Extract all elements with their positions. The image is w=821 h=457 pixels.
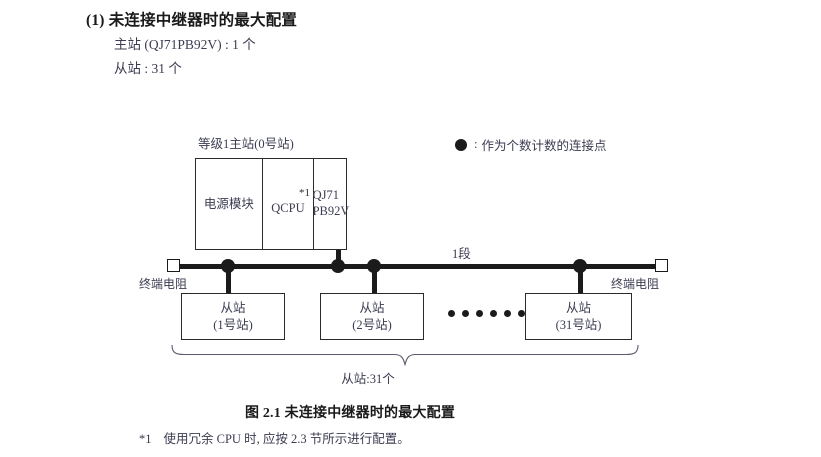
ellipsis-dot	[448, 310, 455, 317]
slave-station-number: (31号站)	[555, 317, 602, 332]
footnote-text: 使用冗余 CPU 时, 应按 2.3 节所示进行配置。	[163, 432, 410, 446]
ellipsis-dot	[476, 310, 483, 317]
footnote: *1 使用冗余 CPU 时, 应按 2.3 节所示进行配置。	[139, 428, 410, 447]
legend-label: 作为个数计数的连接点	[481, 139, 607, 153]
slave-station-count-line: 从站 : 31 个	[114, 61, 182, 76]
section-heading-number: (1)	[86, 12, 105, 29]
network-module-label: QJ71 PB92V	[313, 188, 350, 219]
rack-cell-network-module: QJ71 PB92V	[313, 159, 350, 249]
rack-cell-cpu-module: QCPU *1	[263, 159, 314, 249]
slave-drop-cable	[577, 266, 583, 294]
slave-stations-ellipsis	[448, 310, 525, 317]
slave-drop-cable	[371, 266, 377, 294]
connection-point-dot	[331, 259, 345, 273]
power-module-label: 电源模块	[203, 196, 254, 211]
terminal-resistor-right-label: 终端电阻	[611, 277, 660, 291]
slave-station-number: (1号站)	[213, 317, 253, 332]
terminal-resistor-right-icon	[655, 259, 668, 272]
slave-station-box: 从站 (31号站)	[525, 293, 632, 340]
network-module-label-line1: QJ71	[312, 188, 339, 203]
footnote-marker: *1	[139, 432, 152, 446]
slave-group-brace	[170, 344, 640, 366]
slave-station-number: (2号站)	[352, 317, 392, 332]
terminal-resistor-left-icon	[167, 259, 180, 272]
slave-station-box: 从站 (2号站)	[320, 293, 424, 340]
segment-label: 1段	[452, 247, 471, 261]
ellipsis-dot	[490, 310, 497, 317]
legend: : 作为个数计数的连接点	[455, 135, 607, 154]
rack-cell-power-module: 电源模块	[196, 159, 263, 249]
ellipsis-dot	[518, 310, 525, 317]
master-station-count-line: 主站 (QJ71PB92V) : 1 个	[114, 37, 256, 52]
figure-caption: 图 2.1 未连接中继器时的最大配置	[244, 406, 456, 421]
slave-drop-cable	[225, 266, 231, 294]
section-heading-text: 未连接中继器时的最大配置	[108, 12, 298, 29]
slave-station-title: 从站	[565, 301, 591, 316]
master-drop-cable	[336, 250, 341, 266]
ellipsis-dot	[504, 310, 511, 317]
master-station-rack: 电源模块 QCPU *1 QJ71 PB92V	[195, 158, 350, 250]
ellipsis-dot	[462, 310, 469, 317]
slave-group-caption: 从站:31个	[341, 372, 395, 386]
master-station-label: 等级1主站(0号站)	[198, 137, 294, 151]
slave-station-title: 从站	[220, 301, 246, 316]
slave-station-title: 从站	[359, 301, 385, 316]
terminal-resistor-left-label: 终端电阻	[139, 277, 188, 291]
legend-colon: :	[474, 137, 478, 151]
filled-circle-icon	[455, 138, 467, 151]
slave-station-box: 从站 (1号站)	[181, 293, 285, 340]
network-module-label-line2: PB92V	[312, 204, 350, 218]
cpu-module-label: QCPU	[271, 200, 305, 215]
cpu-footnote-marker: *1	[299, 187, 310, 199]
section-heading: (1)未连接中继器时的最大配置	[86, 8, 297, 30]
bus-trunk-line	[173, 263, 663, 269]
